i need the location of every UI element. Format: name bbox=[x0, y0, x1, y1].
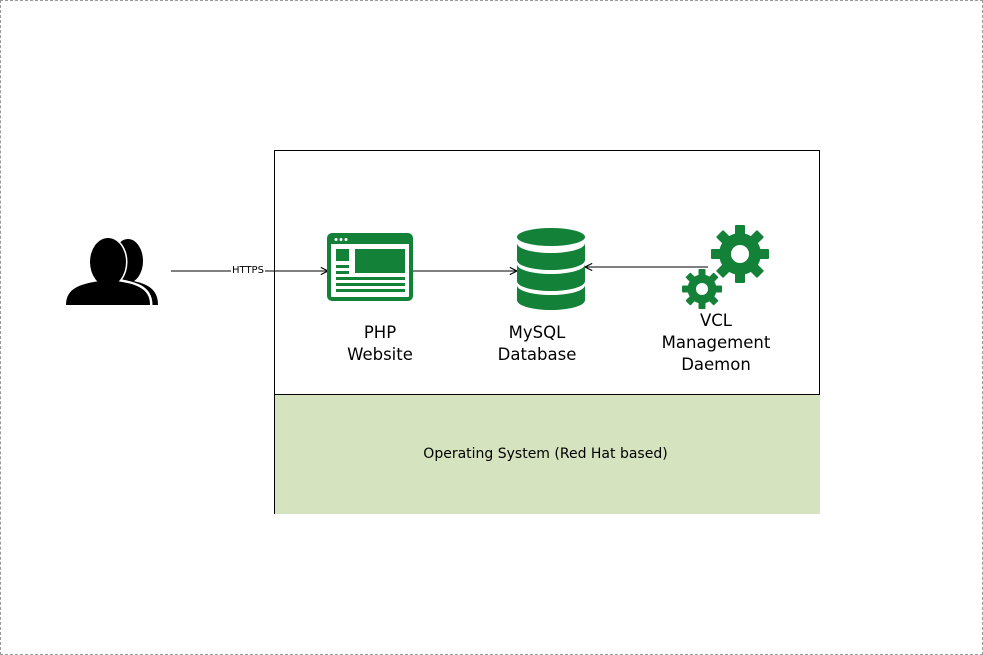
os-layer: Operating System (Red Hat based) bbox=[275, 394, 820, 514]
php-website-label-line2: Website bbox=[347, 345, 413, 364]
users-icon bbox=[63, 236, 158, 307]
database-icon bbox=[517, 228, 585, 310]
mysql-database-label: MySQL Database bbox=[487, 322, 587, 366]
php-website-label: PHP Website bbox=[330, 322, 430, 366]
php-website-label-line1: PHP bbox=[363, 323, 397, 342]
vcl-daemon-label: VCL Management Daemon bbox=[656, 310, 776, 376]
os-layer-label: Operating System (Red Hat based) bbox=[423, 445, 668, 462]
browser-window-icon bbox=[327, 233, 413, 301]
vcl-daemon-label-line3: Daemon bbox=[681, 355, 751, 374]
vcl-daemon-label-line1: VCL bbox=[699, 311, 732, 330]
mysql-database-label-line2: Database bbox=[497, 345, 577, 364]
mysql-database-label-line1: MySQL bbox=[508, 323, 566, 342]
gears-icon bbox=[682, 225, 769, 309]
vcl-daemon-label-line2: Management bbox=[661, 333, 771, 352]
edge-label-https: HTTPS bbox=[231, 265, 265, 277]
